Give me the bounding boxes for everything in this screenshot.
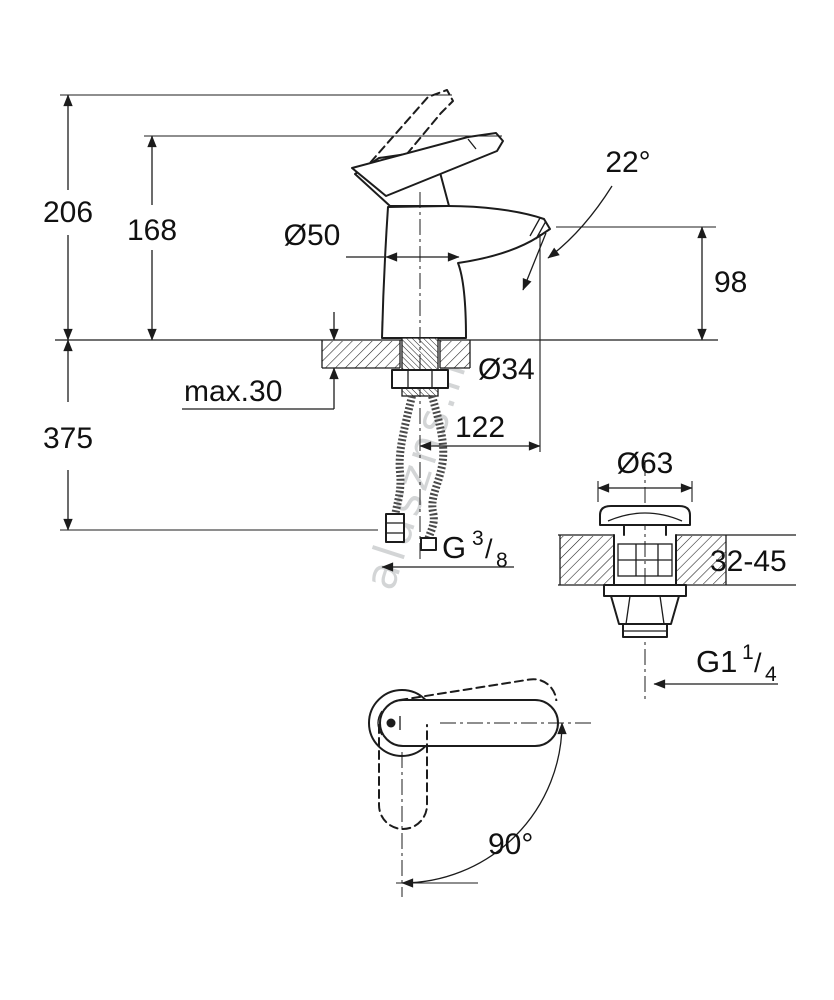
- dim-dia63-label: Ø63: [617, 447, 674, 480]
- deck-hatch-left: [322, 341, 400, 368]
- dim-dia34-label: Ø34: [478, 353, 535, 386]
- drain-thread-slash: /: [754, 648, 762, 678]
- swivel-arc: [401, 722, 567, 888]
- hose-thread-sup: 3: [472, 527, 484, 550]
- drain-locknut: [610, 595, 680, 625]
- dim-98-label: 98: [714, 266, 747, 299]
- hose-thread-g: G: [442, 530, 466, 565]
- drain-cap: [599, 505, 691, 526]
- dim-dia50-label: Ø50: [284, 219, 341, 252]
- supply-hose-left: [391, 395, 416, 517]
- lever-pivot-detail: [377, 710, 401, 736]
- dim-body-diameter: Ø50: [284, 219, 460, 262]
- dim-deck-thickness: max.30: [182, 312, 339, 410]
- handle-tilted-outline: [378, 678, 558, 701]
- drain-thread-sup: 1: [742, 641, 754, 664]
- deck-hatch-right: [440, 341, 470, 368]
- hose-thread-slash: /: [485, 534, 493, 564]
- faucet-top-view: 90°: [368, 678, 592, 897]
- dim-22deg-label: 22°: [605, 146, 650, 179]
- drain-flange: [603, 584, 687, 597]
- hose-fitting-right: [420, 537, 437, 551]
- drain-cage: [617, 543, 673, 577]
- drain-cap-stem: [623, 524, 667, 536]
- drain-thread-sub: 4: [765, 663, 777, 686]
- dim-122-label: 122: [455, 411, 505, 444]
- drain-body-sides: [613, 534, 677, 586]
- supply-hose-right: [424, 394, 448, 542]
- dim-drain-diameter: Ø63: [597, 447, 693, 502]
- lever-pivot-dot: [386, 718, 396, 728]
- hose-thread-sub: 8: [496, 549, 508, 572]
- mounting-nut: [391, 369, 449, 389]
- dim-drain-thread: G1 1 / 4: [653, 641, 778, 689]
- dim-total-height: 206: [43, 94, 452, 341]
- drain-thread-g: G1: [696, 644, 737, 679]
- drain-locknut-lines: [625, 595, 665, 625]
- dim-handle-height: 168: [127, 135, 502, 341]
- dim-spout-reach: 122: [419, 234, 541, 452]
- lever-detail-line: [467, 138, 477, 150]
- dim-375-label: 375: [43, 422, 93, 455]
- handle-lever: [351, 132, 504, 197]
- drain-deck-hatch-left: [560, 536, 614, 584]
- dim-168-label: 168: [127, 214, 177, 247]
- dim-90deg-label: 90°: [488, 828, 533, 861]
- dim-max30-label: max.30: [184, 375, 282, 408]
- drain-assembly: Ø63 32-45 G1 1 / 4: [558, 447, 796, 700]
- dim-spout-height: 98: [556, 226, 747, 341]
- faucet-side-view: [55, 89, 718, 560]
- dim-32-45-label: 32-45: [710, 545, 787, 578]
- aerator-lines: [529, 217, 547, 240]
- faucet-body-spout: [381, 205, 551, 339]
- dim-below-deck: 375: [43, 339, 378, 531]
- drain-deck-lines: [558, 534, 796, 586]
- drain-cap-dome-line: [607, 512, 683, 522]
- hose-fitting-left: [385, 513, 405, 543]
- dim-206-label: 206: [43, 196, 93, 229]
- handle-raised-outline: [361, 89, 454, 185]
- drain-deck-hatch-right: [676, 536, 726, 584]
- deck-section-edges: [321, 340, 471, 369]
- dim-hose-thread: G 3 / 8: [381, 527, 514, 572]
